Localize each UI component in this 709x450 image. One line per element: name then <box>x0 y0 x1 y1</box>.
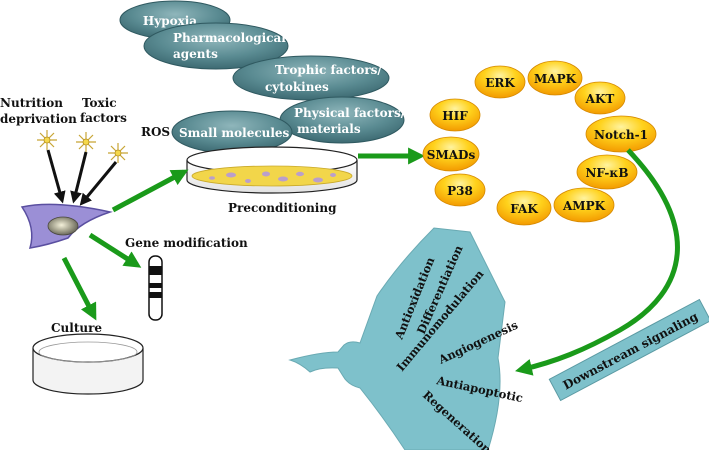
dish-cells <box>209 171 336 183</box>
preconditioning-dish <box>186 146 358 194</box>
nutrition-label-line1: Nutrition <box>0 96 63 110</box>
nutrition-label-line2: deprivation <box>0 112 77 126</box>
hypoxia-label: Hypoxia <box>143 14 197 28</box>
molecule-akt-label: AKT <box>585 92 615 106</box>
molecule-ampk-label: AMPK <box>562 199 606 213</box>
stimulus-trophic-factors: Trophic factors/ cytokines <box>232 55 390 101</box>
trophic-label-line1: Trophic factors/ <box>275 63 382 77</box>
molecule-akt: AKT <box>574 81 626 115</box>
physical-label-line1: Physical factors/ <box>294 106 406 120</box>
molecule-erk: ERK <box>474 65 526 99</box>
downstream-banner: Downstream signaling <box>548 298 709 402</box>
stimulus-pharmacological-agents: Pharmacological agents <box>143 22 289 70</box>
trophic-label-line2: cytokines <box>265 80 329 94</box>
toxic-label-line2: factors <box>80 111 127 125</box>
toxic-label-line1: Toxic <box>82 96 117 110</box>
stem-cell <box>20 203 113 249</box>
molecule-hif-label: HIF <box>442 109 468 123</box>
green-arrows-left <box>61 169 189 321</box>
pharmacological-label-line1: Pharmacological <box>173 31 286 45</box>
molecule-smads-label: SMADs <box>427 148 476 162</box>
molecule-fak-label: FAK <box>510 202 538 216</box>
cell-nucleus <box>47 216 79 236</box>
stimulus-physical-factors: Physical factors/ materials <box>279 96 406 144</box>
molecule-nf-kb: NF-κB <box>576 154 638 190</box>
molecule-fak: FAK <box>496 190 552 226</box>
ros-label: ROS <box>141 125 170 139</box>
physical-label-line2: materials <box>297 122 361 136</box>
toxic-particle-1 <box>37 130 57 150</box>
molecule-mapk-label: MAPK <box>534 72 577 86</box>
molecule-ampk: AMPK <box>553 187 615 223</box>
toxic-particle-3 <box>108 143 128 163</box>
molecule-hif: HIF <box>429 98 481 132</box>
culture-label-line1: Culture <box>51 321 102 335</box>
molecule-p38: P38 <box>434 173 486 207</box>
pharmacological-label-line2: agents <box>173 47 218 61</box>
preconditioning-label: Preconditioning <box>228 201 337 215</box>
stress-arrows <box>46 149 118 206</box>
molecule-p38-label: P38 <box>447 184 473 198</box>
molecule-erk-label: ERK <box>485 76 515 90</box>
small-molecules-label: Small molecules <box>179 126 290 140</box>
downstream-arrow <box>515 148 680 376</box>
culture-dish <box>32 333 144 395</box>
stimulus-small-molecules: Small molecules <box>171 110 293 154</box>
effects-fan <box>288 227 506 450</box>
gene-modification-label: Gene modification <box>125 236 248 250</box>
molecule-smads: SMADs <box>422 136 480 172</box>
molecule-mapk: MAPK <box>527 60 583 96</box>
chromosome-icon <box>148 255 163 321</box>
toxic-particle-2 <box>76 132 96 152</box>
molecule-nf-kb-label: NF-κB <box>585 166 628 180</box>
molecule-notch-1-label: Notch-1 <box>594 128 648 142</box>
molecule-notch-1: Notch-1 <box>585 115 657 153</box>
